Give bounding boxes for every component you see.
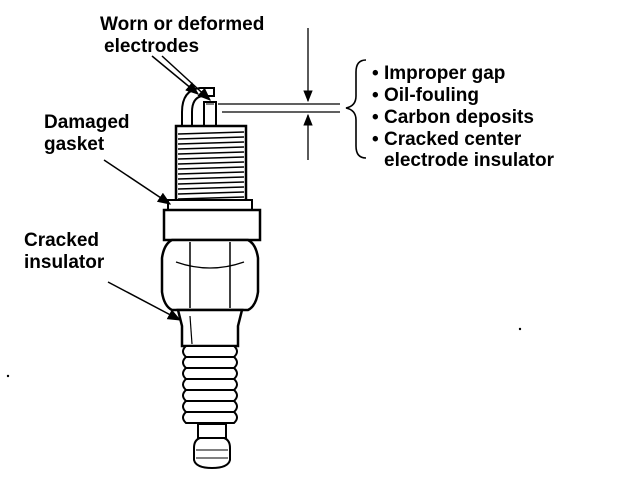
label-cracked-insulator: Cracked insulator [24,230,105,273]
gap-issue-item: •Improper gap [372,63,505,84]
threaded-section [174,124,248,204]
insulator-ribs [182,345,238,424]
gasket [167,199,253,211]
gap-issue-item: •Oil-fouling [372,85,479,106]
thread-line [177,181,245,185]
gap-issue-item: •Cracked center electrode insulator [372,129,555,171]
insulator-rib [182,411,238,424]
insulator-rib [182,400,238,413]
thread-line [177,156,245,160]
thread-line [177,196,245,200]
thread-line [177,141,245,145]
ground-electrode [181,87,215,129]
shell-collar [162,208,262,242]
thread-line [177,161,245,165]
thread-line [177,131,245,135]
thread-line [177,186,245,190]
hex-nut [160,238,260,312]
insulator-rib [182,367,238,380]
insulator-rib [182,378,238,391]
leader-lines [103,55,211,321]
terminal [193,423,231,470]
spark-plug [160,87,262,470]
thread-line [177,191,245,195]
thread-line [177,151,245,155]
gap-issues-list: •Improper gap •Oil-fouling •Carbon depos… [372,63,555,171]
gap-issues-brace [345,59,367,159]
thread-line [177,136,245,140]
gap-issue-item: •Carbon deposits [372,107,534,128]
speck [6,374,10,378]
insulator-rib [182,389,238,402]
insulator-rib [182,356,238,369]
thread-line [177,166,245,170]
label-worn-electrodes: Worn or deformed electrodes [100,14,270,57]
label-damaged-gasket: Damaged gasket [44,112,135,155]
insulator-neck [176,308,244,348]
thread-line [177,171,245,175]
thread-line [177,146,245,150]
center-electrode [203,101,217,129]
speck [518,327,522,331]
gap-dimension [218,28,340,160]
insulator-rib [182,345,238,358]
thread-line [177,176,245,180]
